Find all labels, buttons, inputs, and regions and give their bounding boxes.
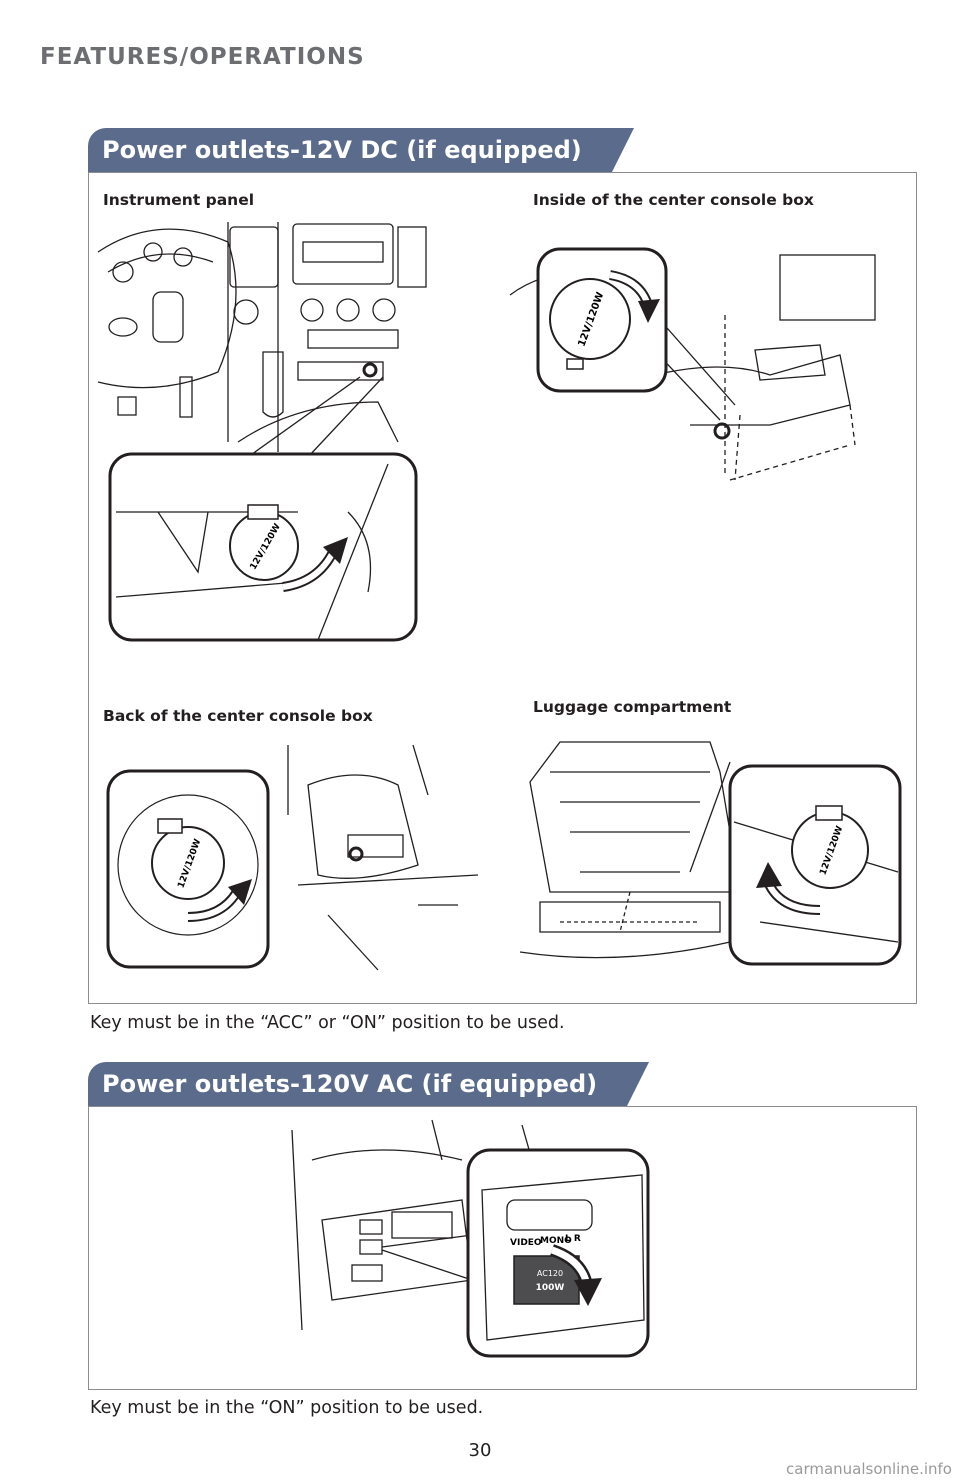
watts-label: 100W — [536, 1283, 565, 1293]
luggage-illustration: 12V/120W — [519, 741, 902, 966]
caption-luggage: Luggage compartment — [533, 698, 732, 716]
instrument-panel-illustration: 12V/120W — [97, 222, 427, 642]
ac-label: AC120 — [537, 1269, 563, 1278]
ac-usage-note: Key must be in the “ON” position to be u… — [90, 1398, 484, 1418]
console-inside-illustration: 12V/120W — [509, 247, 876, 481]
section-header: FEATURES/OPERATIONS — [40, 44, 365, 70]
video-label: VIDEO — [510, 1238, 542, 1248]
mono-label: MONO — [540, 1236, 572, 1246]
console-back-illustration: 12V/120W — [106, 744, 479, 971]
ac-section-title: Power outlets-120V AC (if equipped) — [88, 1062, 650, 1106]
ac-outlet-illustration: VIDEO MONO L R AC120 100W — [291, 1119, 650, 1358]
watermark: carmanualsonline.info — [786, 1460, 952, 1478]
lr-label: L R — [565, 1234, 581, 1244]
dc-section-title: Power outlets-12V DC (if equipped) — [88, 128, 634, 172]
caption-instrument-panel: Instrument panel — [103, 191, 255, 209]
caption-console-back: Back of the center console box — [103, 707, 373, 725]
caption-console-inside: Inside of the center console box — [533, 191, 814, 209]
page-number: 30 — [468, 1440, 492, 1461]
dc-usage-note: Key must be in the “ACC” or “ON” positio… — [90, 1013, 565, 1033]
